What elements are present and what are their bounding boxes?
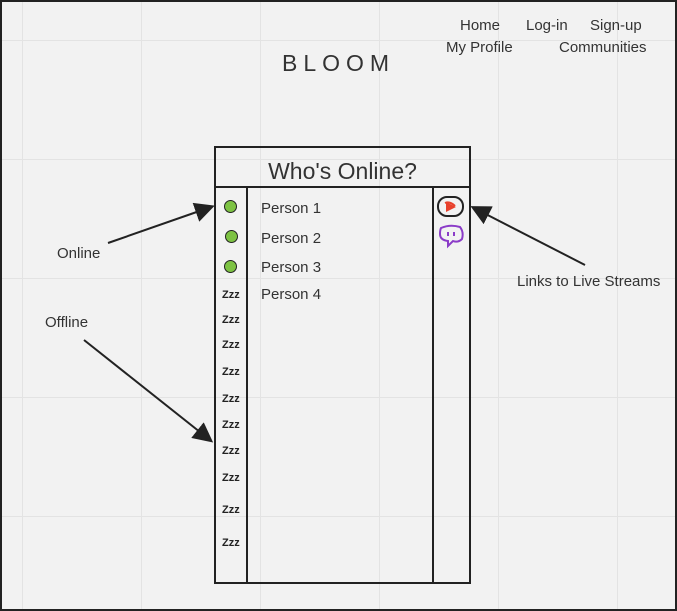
nav-home-link[interactable]: Home bbox=[460, 17, 501, 34]
offline-status-marker: Zzz bbox=[222, 366, 240, 378]
offline-status-marker: Zzz bbox=[222, 445, 240, 457]
person-name[interactable]: Person 1 bbox=[261, 200, 322, 217]
twitch-icon[interactable] bbox=[436, 224, 468, 252]
brand-logo: BLOOM bbox=[282, 50, 396, 76]
online-arrow bbox=[107, 202, 215, 244]
offline-status-marker: Zzz bbox=[222, 504, 240, 516]
offline-annotation-label: Offline bbox=[45, 314, 89, 331]
online-status-dot bbox=[224, 200, 237, 213]
nav-signup-link[interactable]: Sign-up bbox=[590, 17, 642, 34]
person-name[interactable]: Person 2 bbox=[261, 230, 322, 247]
online-status-dot bbox=[225, 230, 238, 243]
youtube-icon[interactable] bbox=[436, 194, 466, 220]
streams-arrow bbox=[470, 206, 586, 266]
offline-status-marker: Zzz bbox=[222, 339, 240, 351]
panel-title: Who's Online? bbox=[216, 148, 469, 188]
person-name[interactable]: Person 4 bbox=[261, 286, 322, 303]
offline-status-marker: Zzz bbox=[222, 537, 240, 549]
offline-status-marker: Zzz bbox=[222, 314, 240, 326]
offline-status-marker: Zzz bbox=[222, 289, 240, 301]
offline-status-marker: Zzz bbox=[222, 472, 240, 484]
online-status-dot bbox=[224, 260, 237, 273]
nav-profile-link[interactable]: My Profile bbox=[446, 39, 513, 56]
nav-communities-link[interactable]: Communities bbox=[559, 39, 647, 56]
person-name[interactable]: Person 3 bbox=[261, 259, 322, 276]
whos-online-panel: Who's Online? Zzz Zzz Zzz Zzz Zzz Zzz Zz… bbox=[214, 146, 471, 584]
online-annotation-label: Online bbox=[57, 245, 101, 262]
offline-status-marker: Zzz bbox=[222, 419, 240, 431]
status-column-divider bbox=[246, 188, 248, 582]
offline-status-marker: Zzz bbox=[222, 393, 240, 405]
streams-annotation-label: Links to Live Streams bbox=[517, 273, 661, 290]
nav-login-link[interactable]: Log-in bbox=[526, 17, 568, 34]
stream-column-divider bbox=[432, 188, 434, 582]
offline-arrow bbox=[83, 339, 214, 443]
